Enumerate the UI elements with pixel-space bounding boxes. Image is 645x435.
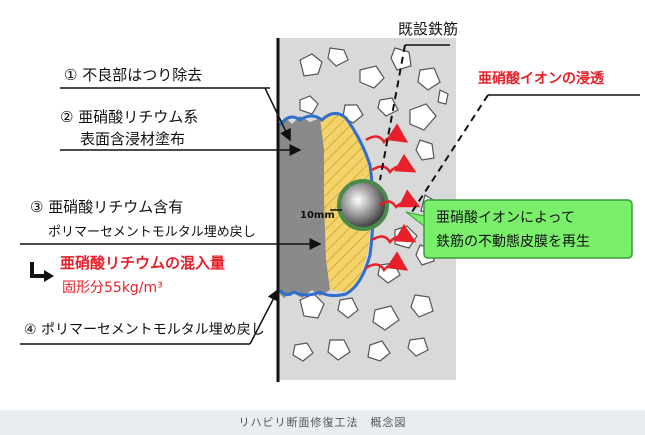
label-green-line2: 鉄筋の不動態皮膜を再生 <box>436 233 590 250</box>
label-mix-amount-line2: 固形分55kg/m³ <box>62 280 163 296</box>
existing-rebar <box>337 179 389 231</box>
label-step3-line1: ③ 亜硝酸リチウム含有 <box>30 198 183 216</box>
leader-step1-diag <box>264 87 291 142</box>
label-nitrite-penetration: 亜硝酸イオンの浸透 <box>478 70 605 87</box>
label-green-line1: 亜硝酸イオンによって <box>436 210 575 226</box>
green-callout-pointer <box>405 211 425 228</box>
leader-step4-diag <box>249 288 279 345</box>
label-step2-line1: ② 亜硝酸リチウム系 <box>60 108 198 126</box>
label-step3-line2: ポリマーセメントモルタル埋め戻し <box>48 225 256 240</box>
label-step2-line2: 表面含浸材塗布 <box>80 130 185 148</box>
label-existing-rebar: 既設鉄筋 <box>398 20 458 38</box>
mix-amount-arrowhead <box>44 270 54 282</box>
leader-rebar-dashed <box>379 44 406 181</box>
mix-amount-arrow <box>30 262 46 278</box>
label-step1: ① 不良部はつり除去 <box>64 66 202 84</box>
diagram-canvas: 既設鉄筋 亜硝酸イオンの浸透 ① 不良部はつり除去 ② 亜硝酸リチウム系 表面含… <box>20 20 640 382</box>
label-dimension: 10mm <box>300 210 335 221</box>
removed-defect-area <box>278 116 330 298</box>
figure-caption: リハビリ断面修復工法 概念図 <box>0 410 645 435</box>
nitrite-penetration-arrows <box>365 123 421 273</box>
green-callout-box <box>423 199 633 259</box>
repair-method-diagram: 既設鉄筋 亜硝酸イオンの浸透 ① 不良部はつり除去 ② 亜硝酸リチウム系 表面含… <box>20 20 640 382</box>
label-step4: ④ ポリマーセメントモルタル埋め戻し <box>24 322 265 338</box>
label-mix-amount-line1: 亜硝酸リチウムの混入量 <box>60 254 225 272</box>
